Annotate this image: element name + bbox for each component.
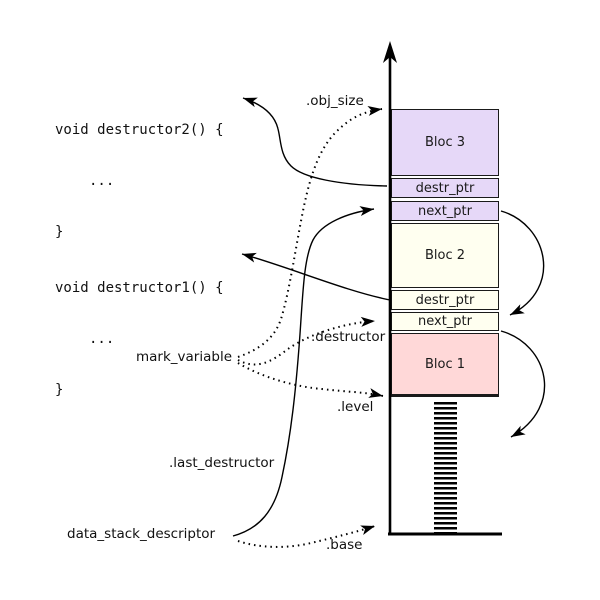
code-destructor1-line1: void destructor1() {	[55, 280, 224, 296]
label-destructor: .destructor	[311, 329, 386, 345]
code-destructor2-line3: }	[55, 224, 64, 240]
block-bloc3-label: Bloc 3	[424, 135, 466, 150]
arrow-destr-ptr2-to-destructor1	[241, 252, 391, 301]
code-destructor1-line2: ...	[89, 331, 115, 347]
label-mark-variable: mark_variable	[136, 349, 233, 365]
code-destructor2: void destructor2() { ... }	[55, 88, 224, 275]
code-destructor2-line2: ...	[89, 173, 115, 189]
label-obj-size: .obj_size	[306, 93, 364, 109]
block-bloc2-next-ptr: next_ptr	[391, 312, 499, 331]
arrow-last-destructor	[232, 206, 375, 537]
code-destructor1-line3: }	[55, 382, 64, 398]
arrow-destructor-field	[237, 316, 376, 366]
code-destructor1: void destructor1() { ... }	[55, 246, 224, 433]
block-bloc2-destr-ptr-label: destr_ptr	[415, 292, 475, 308]
label-last-destructor: .last_destructor	[169, 455, 275, 471]
arrow-obj-size	[237, 106, 383, 358]
arrow-base-field	[237, 525, 376, 548]
block-bloc3-destr-ptr-label: destr_ptr	[415, 180, 475, 196]
block-bloc2-destr-ptr: destr_ptr	[391, 290, 499, 310]
label-base: .base	[326, 537, 363, 553]
free-space-hatch	[434, 402, 457, 533]
arrow-next-ptr2-to-base	[500, 330, 546, 438]
block-bloc2-next-ptr-label: next_ptr	[418, 314, 472, 329]
block-bloc3-next-ptr: next_ptr	[391, 201, 499, 221]
block-bloc1: Bloc 1	[391, 333, 499, 397]
block-bloc2: Bloc 2	[391, 223, 499, 288]
label-data-stack-descriptor: data_stack_descriptor	[67, 526, 216, 542]
code-destructor2-line1: void destructor2() {	[55, 122, 224, 138]
block-bloc3: Bloc 3	[391, 109, 499, 176]
memory-axis-arrow-icon	[383, 41, 397, 63]
arrow-destr-ptr3-to-destructor2	[242, 97, 388, 187]
arrow-next-ptr3-to-next-ptr2	[500, 210, 545, 316]
block-bloc3-next-ptr-label: next_ptr	[418, 203, 472, 219]
label-level: .level	[337, 399, 374, 415]
block-bloc1-label: Bloc 1	[424, 356, 466, 372]
block-bloc3-destr-ptr: destr_ptr	[391, 178, 499, 198]
arrow-level-field	[237, 362, 384, 398]
block-bloc2-label: Bloc 2	[424, 248, 466, 263]
